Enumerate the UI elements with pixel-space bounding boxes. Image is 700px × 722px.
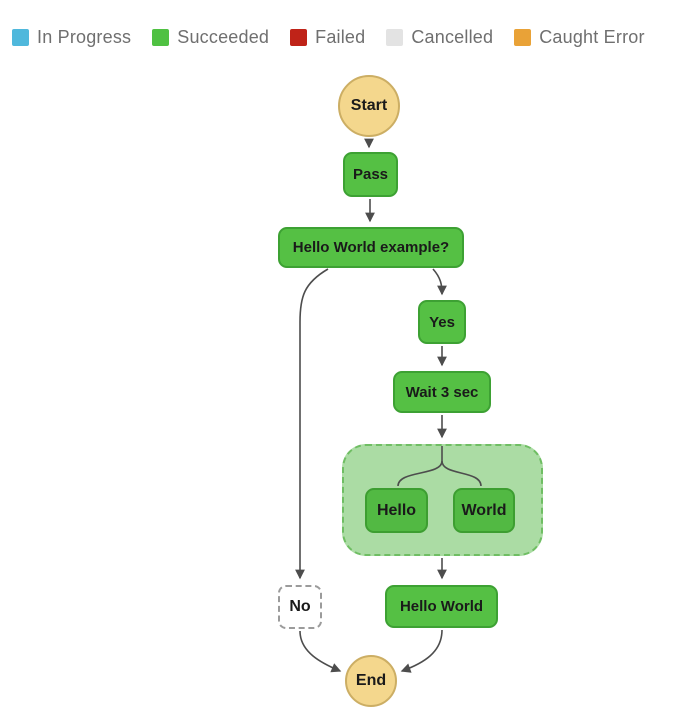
in-progress-swatch-icon	[12, 29, 29, 46]
edge-choice-to-no	[295, 268, 329, 580]
state-label: End	[355, 672, 387, 689]
state-label: No	[289, 598, 311, 615]
legend-label: Cancelled	[411, 27, 494, 47]
state-label: Start	[350, 97, 388, 114]
caught-error-swatch-icon	[514, 29, 532, 46]
state-label: Hello World	[399, 598, 484, 615]
state-node-hello[interactable]: Hello	[365, 488, 428, 533]
state-label: Wait 3 sec	[405, 383, 479, 401]
state-label: Pass	[352, 166, 389, 183]
legend-item-succeeded: Succeeded	[152, 27, 269, 48]
choice-rule-node-yes[interactable]: Yes	[418, 300, 466, 344]
state-label: Yes	[429, 313, 455, 331]
state-node-world[interactable]: World	[453, 488, 515, 533]
state-node-hello-world[interactable]: Hello World	[385, 585, 498, 628]
legend-label: In Progress	[37, 27, 132, 47]
legend-item-failed: Failed	[290, 27, 365, 48]
state-node-wait-3-sec[interactable]: Wait 3 sec	[393, 371, 491, 413]
state-label: Hello	[376, 501, 417, 519]
cancelled-swatch-icon	[386, 29, 404, 46]
state-label: Hello World example?	[292, 239, 450, 256]
edge-hw-to-end	[400, 629, 443, 673]
succeeded-swatch-icon	[152, 29, 170, 46]
legend-label: Failed	[315, 27, 366, 47]
state-node-hello-world-example[interactable]: Hello World example?	[278, 227, 464, 268]
state-node-start: Start	[338, 75, 400, 137]
state-node-pass[interactable]: Pass	[343, 152, 398, 197]
legend-item-cancelled: Cancelled	[386, 27, 493, 48]
edge-choice-to-yes	[432, 268, 447, 296]
legend-item-in-progress: In Progress	[12, 27, 131, 48]
status-legend: In Progress Succeeded Failed Cancelled C…	[12, 27, 696, 48]
edge-no-to-end	[299, 630, 342, 673]
legend-label: Succeeded	[177, 27, 270, 47]
legend-item-caught-error: Caught Error	[514, 27, 644, 48]
state-label: World	[461, 501, 507, 519]
failed-swatch-icon	[290, 29, 308, 46]
legend-label: Caught Error	[539, 27, 645, 47]
state-node-end: End	[345, 655, 397, 707]
choice-rule-node-no[interactable]: No	[278, 585, 322, 629]
